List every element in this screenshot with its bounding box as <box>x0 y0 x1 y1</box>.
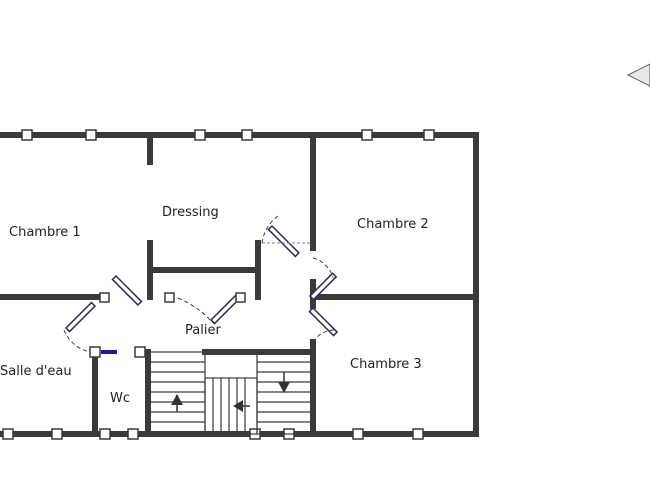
door-swing <box>312 257 334 279</box>
stair-direction-arrow-icon <box>278 382 290 393</box>
north-arrow-icon <box>626 63 650 87</box>
windows <box>2 129 435 440</box>
door-leaf <box>267 224 300 258</box>
door-swing <box>312 329 337 343</box>
interior-walls <box>0 135 479 437</box>
window-marker <box>51 428 63 440</box>
window-marker <box>85 129 97 141</box>
accent-marker <box>101 350 117 354</box>
room-label-dressing: Dressing <box>162 205 219 220</box>
window-marker <box>21 129 33 141</box>
window-marker <box>89 346 101 358</box>
window-marker <box>361 129 373 141</box>
door-leaf <box>64 301 97 333</box>
window-marker <box>194 129 206 141</box>
room-label-chambre2: Chambre 2 <box>357 217 429 232</box>
doors <box>63 215 339 353</box>
window-marker <box>423 129 435 141</box>
window-marker <box>412 428 424 440</box>
door-swing <box>177 297 211 321</box>
outer-walls <box>0 132 479 437</box>
window-marker <box>99 428 111 440</box>
room-label-palier: Palier <box>185 323 221 338</box>
door-leaf <box>308 306 339 337</box>
door-leaf <box>308 272 338 301</box>
room-label-chambre3: Chambre 3 <box>350 357 422 372</box>
door-swing <box>261 215 279 244</box>
window-marker <box>241 129 253 141</box>
room-label-wc: Wc <box>110 391 130 406</box>
door-leaf <box>111 274 143 307</box>
window-marker <box>127 428 139 440</box>
window-marker <box>134 346 146 358</box>
room-label-salle-eau: Salle d'eau <box>0 364 72 379</box>
stair-direction-arrow-icon <box>171 394 183 405</box>
room-label-chambre1: Chambre 1 <box>9 225 81 240</box>
staircase <box>149 351 314 435</box>
door-swing <box>63 329 91 353</box>
window-marker <box>352 428 364 440</box>
window-marker <box>2 428 14 440</box>
stair-direction-arrow-icon <box>233 400 243 412</box>
